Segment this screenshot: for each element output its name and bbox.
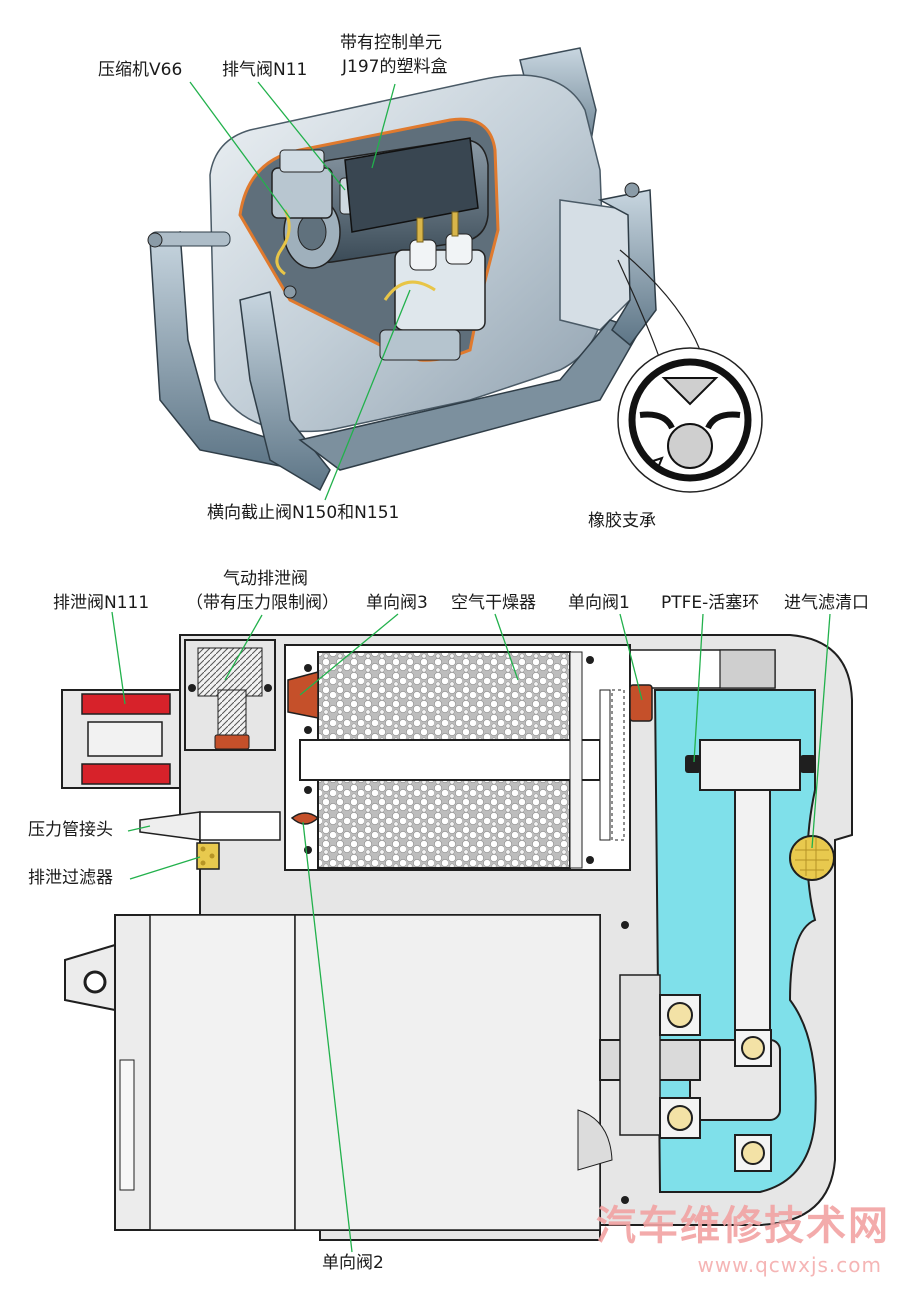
label-air-dryer: 空气干燥器 (451, 593, 536, 613)
label-exhaust-valve-n11: 排气阀N11 (222, 60, 308, 80)
watermark-text: 汽车维修技术网 (596, 1203, 890, 1249)
label-pneumatic-drain-line1: 气动排泄阀 (223, 569, 308, 589)
label-rubber-support: 橡胶支承 (588, 511, 656, 531)
air-supply-cross-section (61, 634, 853, 1241)
label-pneumatic-drain-line2: （带有压力限制阀） (186, 593, 339, 613)
rubber-support-detail (617, 249, 763, 493)
watermark-url: www.qcwxjs.com (697, 1253, 882, 1277)
label-plastic-box-line1: 带有控制单元 (340, 33, 442, 53)
label-drain-filter: 排泄过滤器 (28, 868, 113, 888)
label-pressure-pipe-fitting: 压力管接头 (28, 820, 113, 840)
label-cross-shutoff-valves: 横向截止阀N150和N151 (207, 503, 400, 523)
label-check-valve-1: 单向阀1 (568, 593, 630, 613)
label-plastic-box-line2: J197的塑料盒 (342, 57, 448, 77)
label-compressor-v66: 压缩机V66 (98, 60, 183, 80)
label-check-valve-3: 单向阀3 (366, 593, 428, 613)
label-ptfe-piston-ring: PTFE-活塞环 (661, 593, 760, 613)
label-drain-valve-n111: 排泄阀N111 (53, 593, 150, 613)
label-check-valve-2: 单向阀2 (322, 1253, 384, 1273)
compressor-unit-illustration (147, 47, 657, 492)
bearing-balls (659, 994, 772, 1172)
label-intake-filter: 进气滤清口 (784, 593, 869, 613)
top-leader-lines (189, 81, 411, 501)
bottom-leader-lines (111, 611, 831, 1253)
